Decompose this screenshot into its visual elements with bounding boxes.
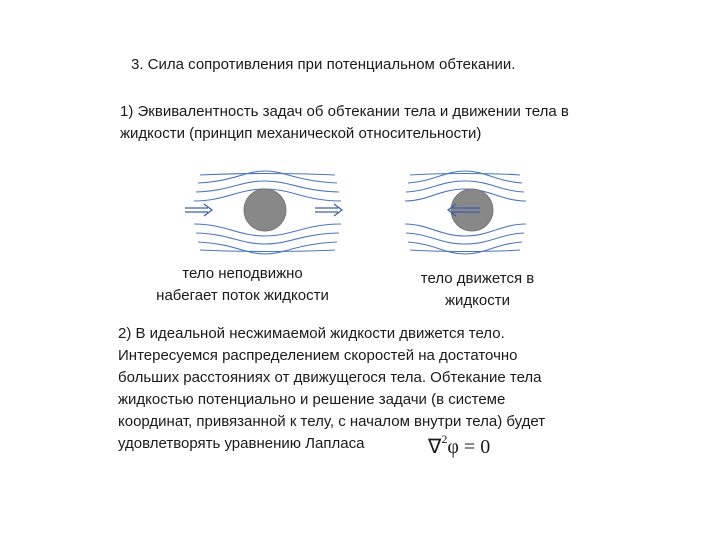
caption-line: тело движется в [420,270,535,287]
caption-body-at-rest: тело неподвижно набегает поток жидкости [125,263,360,307]
caption-line: жидкости [445,292,510,309]
section-2-line: Интересуемся распределением скоростей на… [118,347,518,364]
section-2-line: 2) В идеальной несжимаемой жидкости движ… [118,325,505,342]
section-2-line: удовлетворять уравнению Лапласа [118,435,365,452]
body-circle [243,188,287,232]
section-1-text: 1) Эквивалентность задач об обтекании те… [120,101,680,145]
caption-line: тело неподвижно [182,265,303,282]
section-2-line: координат, привязанной к телу, с началом… [118,413,546,430]
body-circle [450,188,494,232]
laplace-equation: ∇2φ = 0 [428,432,491,459]
caption-body-moving: тело движется в жидкости [390,268,565,312]
section-2-text: 2) В идеальной несжимаемой жидкости движ… [118,323,698,455]
equation-body: φ = 0 [447,436,491,458]
section-2-line: жидкостью потенциально и решение задачи … [118,391,506,408]
section-1-line: жидкости (принцип механической относител… [120,125,482,142]
streamlines [193,170,342,255]
operator-power: 2 [441,432,448,447]
caption-line: набегает поток жидкости [156,287,329,304]
flow-arrows [185,203,343,217]
nabla-operator: ∇ [428,436,442,458]
streamlines [404,170,527,255]
motion-arrow [447,203,480,217]
section-1-line: 1) Эквивалентность задач об обтекании те… [120,103,569,120]
diagram-body-at-rest [185,170,343,255]
diagram-body-moving [404,170,527,255]
slide-heading: 3. Сила сопротивления при потенциальном … [131,56,516,73]
section-2-line: больших расстояниях от движущегося тела.… [118,369,542,386]
